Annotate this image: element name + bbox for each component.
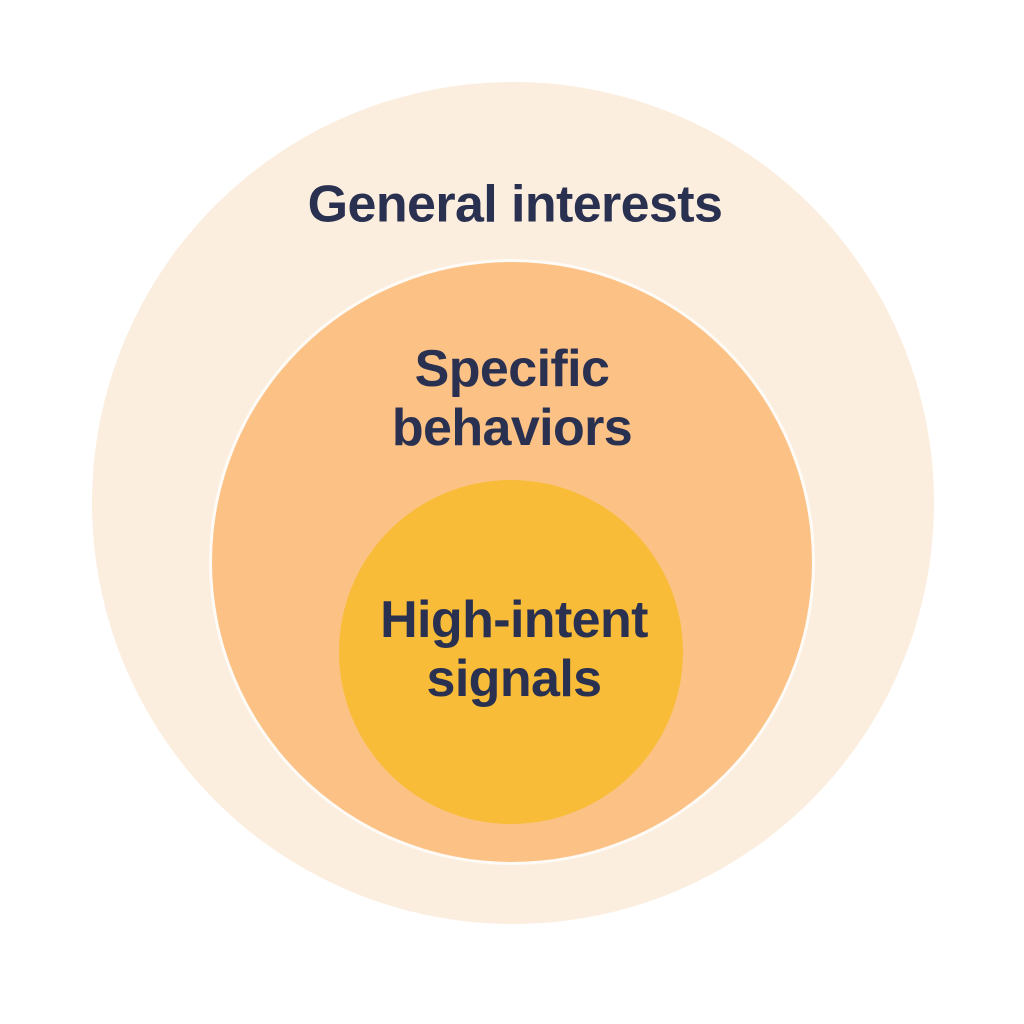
circle-high-intent-signals: [339, 480, 683, 824]
label-line: signals: [426, 650, 603, 708]
label-line: High-intent: [380, 591, 648, 649]
label-general-interests: General interests: [308, 176, 723, 235]
label-line: General interests: [307, 175, 723, 234]
label-line: behaviors: [391, 399, 633, 457]
label-high-intent-signals: High-intent signals: [380, 591, 648, 709]
label-line: Specific: [414, 340, 610, 398]
label-specific-behaviors: Specific behaviors: [391, 340, 633, 458]
